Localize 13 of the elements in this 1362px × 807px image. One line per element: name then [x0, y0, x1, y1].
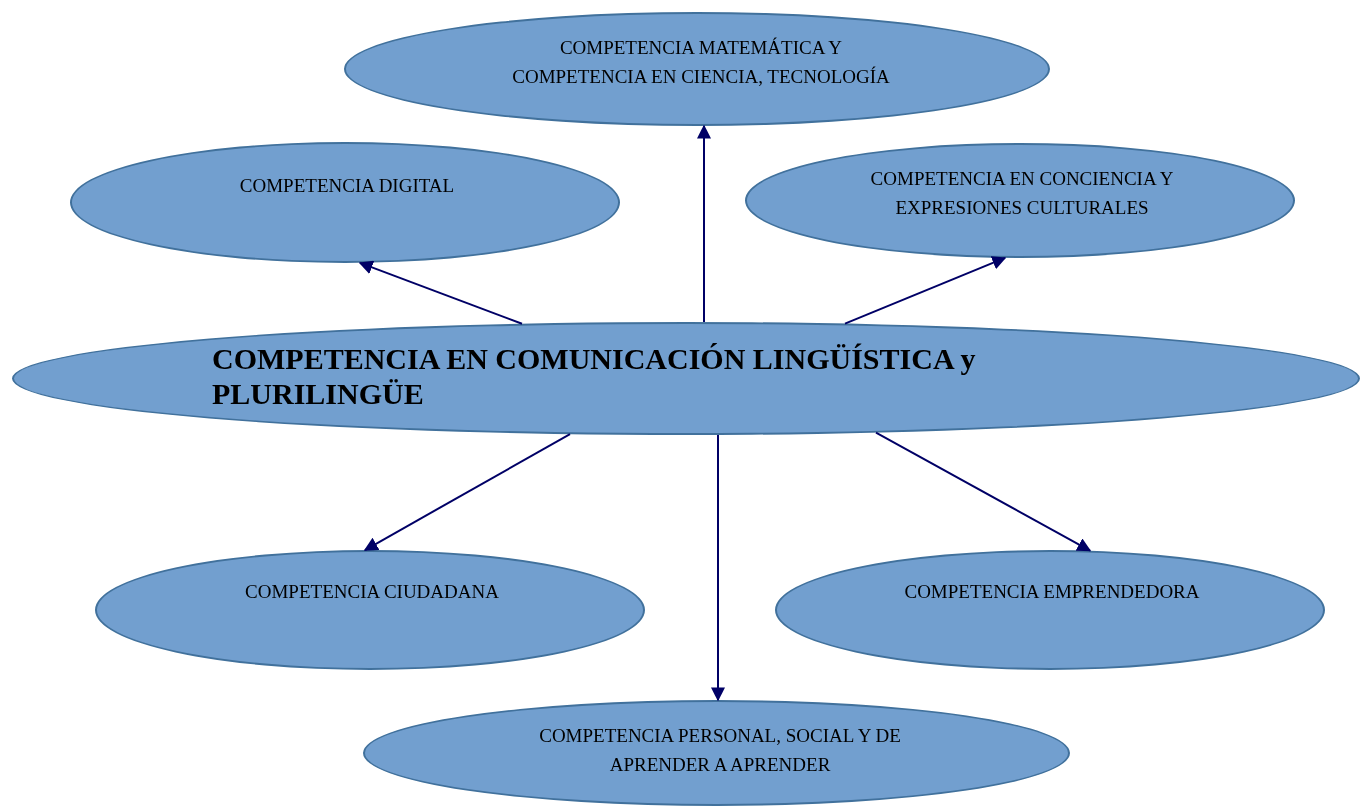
node-label: COMPETENCIA EN COMUNICACIÓN LINGÜÍSTICA y PLURILINGÜE [212, 342, 977, 411]
arrow [697, 124, 711, 323]
arrow [844, 256, 1007, 325]
node-label: COMPETENCIA DIGITAL [238, 174, 456, 198]
node-label: COMPETENCIA PERSONAL, SOCIAL Y DE APRENDER A APRENDER [538, 724, 902, 777]
node-label: COMPETENCIA MATEMÁTICA Y COMPETENCIA EN CIENCIA, TECNOLOGÍA [511, 36, 891, 89]
node-label: COMPETENCIA EN CONCIENCIA Y EXPRESIONES CULTURALES [869, 167, 1175, 220]
node-label: COMPETENCIA EMPRENDEDORA [903, 580, 1201, 604]
arrow [875, 431, 1092, 552]
node-label: COMPETENCIA CIUDADANA [244, 580, 500, 604]
arrow [711, 433, 725, 702]
arrow [363, 433, 571, 551]
arrow [358, 260, 523, 325]
